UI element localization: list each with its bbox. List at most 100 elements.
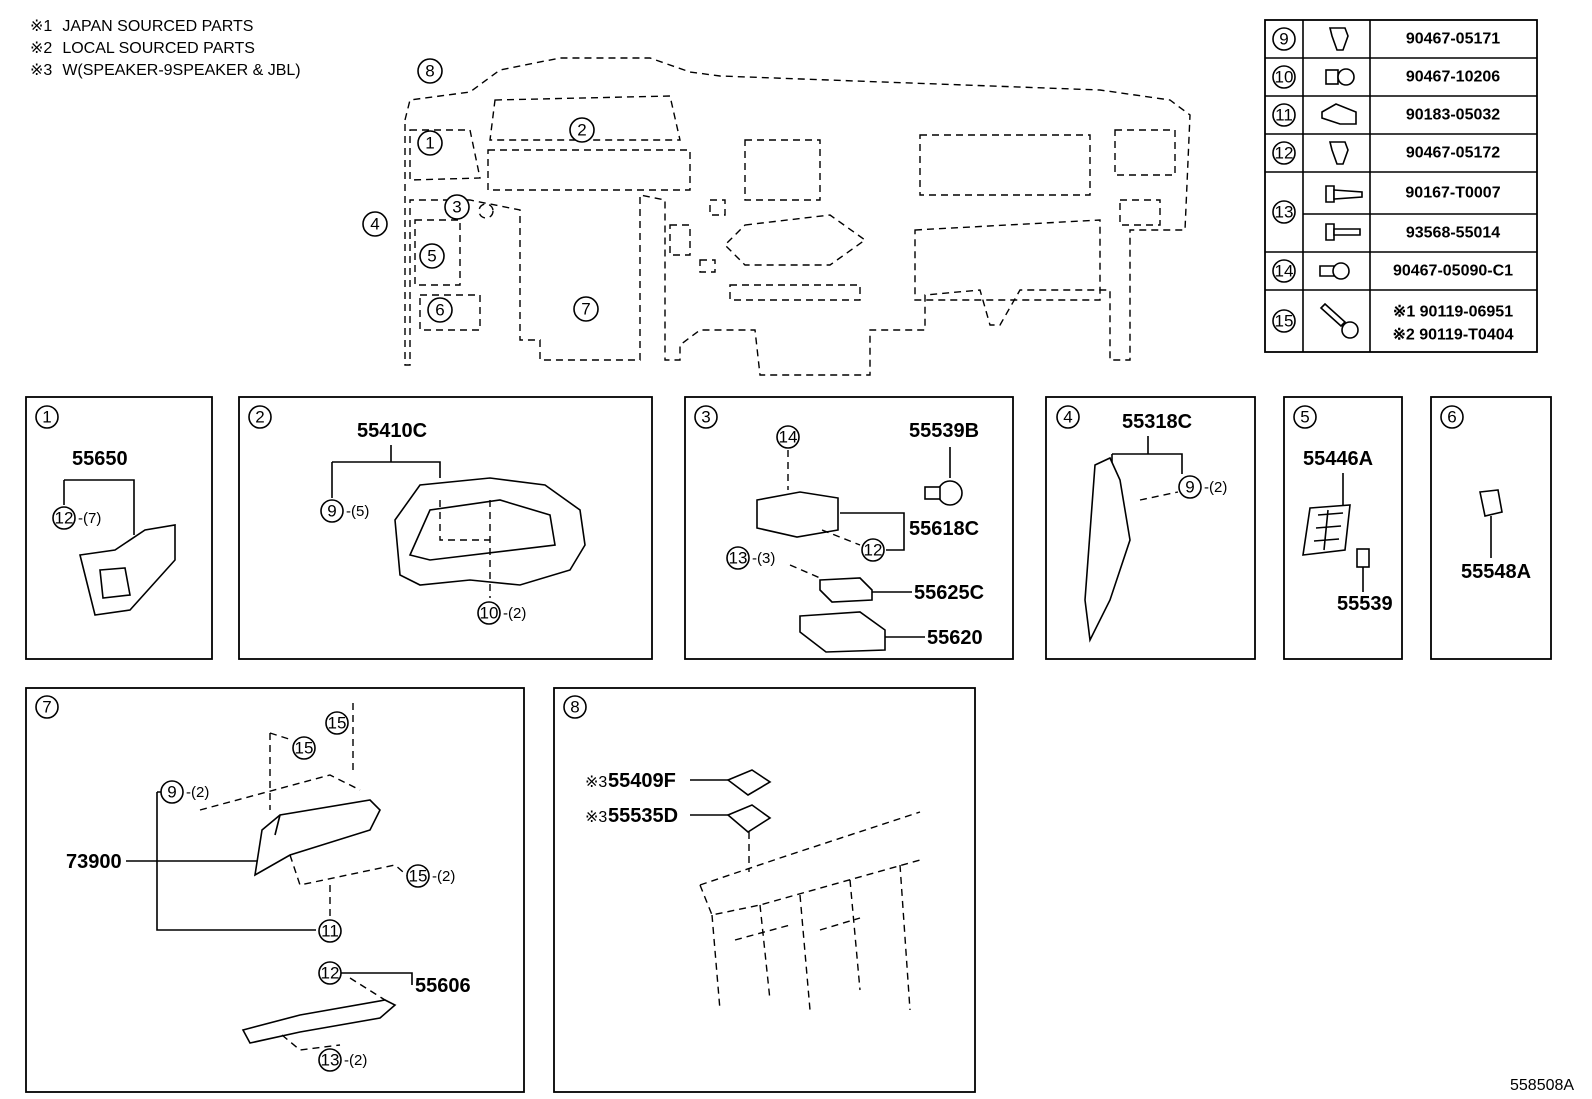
table-row: 9 90467-05171 bbox=[1272, 27, 1500, 51]
svg-text:90467-05171: 90467-05171 bbox=[1406, 31, 1500, 48]
table-row: 14 90467-05090-C1 bbox=[1272, 259, 1513, 283]
table-row: 13 90167-T0007 93568-55014 bbox=[1272, 185, 1501, 242]
dashboard-top bbox=[699, 811, 921, 1011]
meter-hood bbox=[394, 477, 586, 586]
svg-text:6: 6 bbox=[435, 301, 444, 320]
overview-callout-1[interactable]: 1 bbox=[417, 130, 443, 156]
fastener-table: 9 90467-05171 10 90467-10206 11 90183-05… bbox=[1264, 19, 1538, 353]
svg-text:3: 3 bbox=[701, 408, 710, 427]
overview-callout-3[interactable]: 3 bbox=[444, 194, 494, 220]
svg-text:9: 9 bbox=[1185, 478, 1194, 497]
svg-text:15: 15 bbox=[1275, 312, 1294, 331]
svg-text:55606: 55606 bbox=[415, 975, 471, 997]
panel-1: 1 55650 12 -(7) bbox=[25, 396, 213, 660]
dashboard-overview: 1 2 3 4 5 6 7 8 bbox=[362, 57, 1191, 376]
overview-callout-4[interactable]: 4 bbox=[362, 211, 388, 237]
svg-text:12: 12 bbox=[55, 509, 74, 528]
nut-clip-icon bbox=[1321, 103, 1357, 125]
svg-text:55539: 55539 bbox=[1337, 593, 1393, 615]
overview-callout-5[interactable]: 5 bbox=[419, 243, 445, 269]
svg-text:5: 5 bbox=[1300, 408, 1309, 427]
switch-cover bbox=[1356, 548, 1370, 568]
rivet-clip-icon bbox=[1319, 262, 1350, 280]
svg-text:9: 9 bbox=[1279, 30, 1288, 49]
svg-text:15: 15 bbox=[295, 739, 314, 758]
clip-icon bbox=[1328, 141, 1349, 165]
svg-text:13: 13 bbox=[729, 549, 748, 568]
svg-text:※2 90119-T0404: ※2 90119-T0404 bbox=[1392, 327, 1513, 344]
small-cover bbox=[1479, 489, 1503, 517]
cup-holder-insert bbox=[819, 577, 873, 603]
side-panel bbox=[1084, 456, 1131, 643]
table-row: 11 90183-05032 bbox=[1272, 103, 1500, 127]
table-row: 12 90467-05172 bbox=[1272, 141, 1500, 165]
panel-4: 4 55318C 9 -(2) bbox=[1045, 396, 1256, 660]
lower-panel bbox=[241, 999, 397, 1044]
diagram-id: 558508A bbox=[1510, 1077, 1574, 1094]
clip-icon bbox=[1328, 27, 1349, 51]
svg-text:-(2): -(2) bbox=[432, 868, 455, 885]
svg-text:※3W(SPEAKER-9SPEAKER & JBL): ※3W(SPEAKER-9SPEAKER & JBL) bbox=[30, 62, 301, 79]
overview-callout-8[interactable]: 8 bbox=[417, 58, 443, 84]
svg-text:13: 13 bbox=[321, 1051, 340, 1070]
overview-callout-2[interactable]: 2 bbox=[569, 117, 595, 143]
svg-text:13: 13 bbox=[1275, 203, 1294, 222]
panel-6: 6 55548A bbox=[1430, 396, 1552, 660]
panel-3: 3 14 55539B 55618C 12 13 -(3) 55625C 556… bbox=[684, 396, 1014, 660]
svg-text:55535D: 55535D bbox=[608, 805, 678, 827]
svg-text:90467-10206: 90467-10206 bbox=[1406, 69, 1500, 86]
svg-text:-(3): -(3) bbox=[752, 550, 775, 567]
svg-text:-(7): -(7) bbox=[78, 510, 101, 527]
screw-icon bbox=[1325, 223, 1361, 241]
svg-text:90467-05090-C1: 90467-05090-C1 bbox=[1393, 263, 1513, 280]
svg-text:55618C: 55618C bbox=[909, 518, 979, 540]
overview-callout-7[interactable]: 7 bbox=[573, 296, 599, 322]
speaker-cover bbox=[726, 804, 772, 833]
svg-text:6: 6 bbox=[1447, 408, 1456, 427]
svg-text:8: 8 bbox=[425, 62, 434, 81]
svg-text:4: 4 bbox=[1063, 408, 1072, 427]
svg-text:2: 2 bbox=[577, 121, 586, 140]
speaker-grille bbox=[726, 769, 772, 796]
overview-callout-6[interactable]: 6 bbox=[427, 297, 453, 323]
svg-text:55410C: 55410C bbox=[357, 420, 427, 442]
panel-8: 8 ※3 55409F ※3 55535D bbox=[553, 687, 976, 1093]
svg-text:15: 15 bbox=[409, 867, 428, 886]
svg-text:55650: 55650 bbox=[72, 448, 128, 470]
svg-text:12: 12 bbox=[864, 541, 883, 560]
svg-text:55446A: 55446A bbox=[1303, 448, 1373, 470]
svg-text:10: 10 bbox=[480, 604, 499, 623]
svg-text:11: 11 bbox=[321, 922, 339, 941]
panel-5: 5 55446A 55539 bbox=[1283, 396, 1403, 660]
svg-text:55548A: 55548A bbox=[1461, 561, 1531, 583]
svg-text:55539B: 55539B bbox=[909, 420, 979, 442]
vent-register bbox=[79, 524, 176, 616]
svg-text:14: 14 bbox=[1275, 262, 1294, 281]
svg-text:73900: 73900 bbox=[66, 851, 122, 873]
push-clip-icon bbox=[1325, 68, 1355, 86]
svg-text:3: 3 bbox=[452, 198, 461, 217]
svg-text:9: 9 bbox=[327, 502, 336, 521]
screw-icon bbox=[1325, 185, 1363, 203]
svg-text:10: 10 bbox=[1275, 68, 1294, 87]
panel-2: 2 55410C 9 -(5) 10 -(2) bbox=[238, 396, 653, 660]
svg-text:※3: ※3 bbox=[585, 774, 607, 791]
svg-text:1: 1 bbox=[42, 408, 51, 427]
svg-text:93568-55014: 93568-55014 bbox=[1406, 225, 1500, 242]
svg-text:※3: ※3 bbox=[585, 809, 607, 826]
svg-text:90467-05172: 90467-05172 bbox=[1406, 145, 1500, 162]
svg-text:55409F: 55409F bbox=[608, 770, 676, 792]
svg-text:-(2): -(2) bbox=[1204, 479, 1227, 496]
cup-holder-base bbox=[756, 491, 839, 538]
svg-text:11: 11 bbox=[1275, 106, 1293, 125]
svg-text:2: 2 bbox=[255, 408, 264, 427]
svg-text:12: 12 bbox=[1275, 144, 1294, 163]
svg-text:55620: 55620 bbox=[927, 627, 983, 649]
svg-text:-(2): -(2) bbox=[186, 784, 209, 801]
glove-box-door bbox=[253, 799, 381, 877]
svg-text:8: 8 bbox=[570, 698, 579, 717]
svg-text:55625C: 55625C bbox=[914, 582, 984, 604]
svg-text:15: 15 bbox=[328, 714, 347, 733]
svg-text:-(2): -(2) bbox=[344, 1052, 367, 1069]
